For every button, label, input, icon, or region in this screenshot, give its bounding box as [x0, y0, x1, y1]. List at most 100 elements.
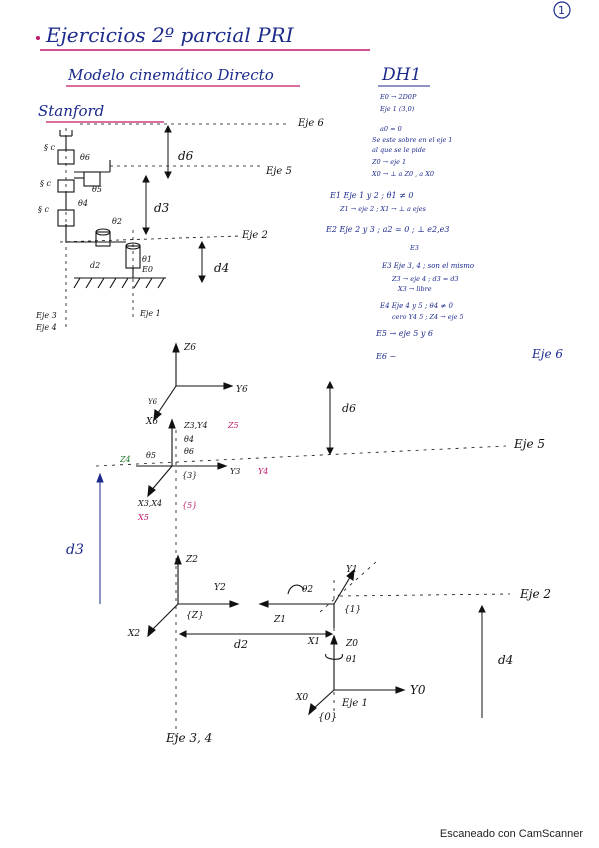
label-x1: X1	[307, 637, 320, 647]
label-o1-big: θ1	[346, 655, 357, 665]
label-d6-big: d6	[342, 402, 356, 415]
label-frame2: {Z}	[186, 611, 204, 621]
page-number-circle	[553, 1, 571, 19]
label-eje2: Eje 2	[241, 230, 268, 241]
joint-5	[83, 171, 101, 187]
label-eje5-big: Eje 5	[513, 437, 545, 451]
label-z0: Z0	[345, 639, 358, 649]
label-o2-big: θ2	[302, 585, 313, 595]
label-x2: X2	[127, 629, 140, 639]
label-y0: Y0	[410, 683, 426, 697]
label-e0: E0	[141, 265, 153, 274]
dh-note: E2 Eje 2 y 3 ; a2 = 0 ; ⊥ e2,e3	[325, 225, 449, 234]
page-title: Ejercicios 2º parcial PRI	[45, 23, 295, 47]
label-d6: d6	[178, 149, 194, 163]
dim-d2	[178, 630, 334, 638]
joint-2-box	[95, 231, 111, 247]
label-z2: Z2	[185, 555, 198, 565]
label-y6: Y6	[236, 385, 248, 395]
label-eje4: Eje 4	[35, 323, 57, 332]
dh-note: Se este sobre en el eje 1	[372, 136, 453, 144]
label-x3x4: X3,X4	[137, 499, 162, 508]
frame-345-labels: Z3,Y4 Z5 θ4 θ6 θ5 Z4 Y3 Y4 X3,X4 X5 {3} …	[119, 421, 268, 522]
frame-2	[147, 554, 240, 638]
label-gc: § c	[44, 143, 56, 152]
dh-note: E1 Eje 1 y 2 ; θ1 ≠ 0	[329, 191, 413, 200]
frame-1-labels: Y1 Eje 2 θ2 Z1 X1 {1}	[273, 565, 551, 647]
dh-note: E3	[409, 244, 419, 252]
frame-2-labels: Z2 Y2 X2 {Z}	[127, 555, 226, 639]
label-o6b: θ6	[184, 447, 194, 456]
dim-d6	[326, 380, 334, 456]
dim-d3	[96, 472, 104, 604]
label-y3: Y3	[230, 467, 240, 476]
label-y4: Y4	[258, 467, 268, 476]
dh-note: al que se le pide	[372, 146, 426, 154]
dh-note: Z0 → eje 1	[371, 158, 406, 166]
label-frame3: {3}	[182, 471, 197, 480]
joint-1-top	[125, 242, 141, 250]
label-o5b: θ5	[146, 451, 156, 460]
label-frame5: {5}	[182, 501, 197, 510]
dh-note: X0 → ⊥ a Z0 , a X0	[371, 170, 434, 178]
label-y2: Y2	[214, 583, 226, 593]
label-frame1: {1}	[344, 605, 361, 615]
dh-note: cero Y4 5 ; Z4 → eje 5	[392, 313, 464, 321]
label-eje2-big: Eje 2	[519, 587, 551, 601]
dh-note: a0 = 0	[380, 125, 402, 133]
dh-note: E4 Eje 4 y 5 ; θ4 ≠ 0	[379, 302, 454, 310]
label-d2-big: d2	[234, 638, 248, 651]
big-diagram-axes	[95, 430, 511, 740]
eje6-right-label: Eje 6	[531, 347, 563, 361]
label-x6: X6	[145, 417, 158, 427]
label-o4b: θ4	[184, 435, 194, 444]
top-sketch-dims	[142, 124, 206, 284]
frame-0-labels: Z0 θ1 Y0 X0 Eje 1 {0}	[295, 639, 426, 723]
label-o1: θ1	[142, 255, 152, 264]
label-z6: Z6	[183, 343, 196, 353]
dim-d4	[478, 604, 486, 718]
stanford-sketch-labels: θ1 E0 θ2 d2 θ4 θ5 θ6 § c § c § c Eje 3 E…	[35, 143, 161, 332]
label-gc3: § c	[38, 205, 50, 214]
dh-heading: DH1	[381, 65, 421, 85]
label-z3y4: Z3,Y4	[183, 421, 208, 430]
page-number: 1	[558, 4, 565, 17]
label-p0: {0}	[318, 712, 337, 723]
dh-note: Eje 1 (3,0)	[379, 105, 415, 113]
bullet-icon	[36, 36, 40, 40]
label-d4: d4	[214, 261, 229, 275]
dh-note: E5 → eje 5 y 6	[375, 329, 433, 338]
label-y1: Y1	[346, 565, 358, 575]
dh-note: E3 Eje 3, 4 ; son el mismo	[381, 262, 474, 270]
label-d3-big: d3	[66, 542, 84, 558]
dh-note: Z3 → eje 4 ; d3 = d3	[391, 275, 459, 283]
label-eje34-big: Eje 3, 4	[165, 731, 212, 745]
dh-notes: E0 → 2D0P Eje 1 (3,0) a0 = 0 Se este sob…	[325, 93, 474, 361]
label-eje5: Eje 5	[265, 166, 292, 177]
label-d3: d3	[154, 201, 170, 215]
label-x5: X5	[137, 513, 149, 522]
dh-note: X3 → libre	[397, 285, 432, 293]
subtitle: Modelo cinemático Directo	[67, 66, 274, 84]
label-z5: Z5	[227, 421, 239, 430]
scanner-footer: Escaneado con CamScanner	[439, 828, 583, 840]
frame-0	[308, 634, 406, 716]
label-o4: θ4	[78, 199, 88, 208]
label-z1: Z1	[273, 615, 286, 625]
dh-note: E6 −	[375, 352, 396, 361]
frame-345	[136, 418, 228, 498]
label-o2: θ2	[112, 217, 122, 226]
frame-1	[258, 568, 355, 628]
label-eje1-big: Eje 1	[341, 698, 368, 709]
label-o6: θ6	[80, 153, 90, 162]
label-o5: θ5	[92, 185, 102, 194]
label-y6b: Y6	[148, 398, 158, 406]
label-eje6: Eje 6	[297, 118, 324, 129]
top-sketch-axes	[59, 123, 290, 330]
dh-note: Z1 → eje 2 ; X1 → ⊥ a ejes	[339, 205, 427, 213]
label-d2: d2	[90, 261, 100, 270]
top-sketch-dim-labels: d6 d3 d4 Eje 6 Eje 5 Eje 2	[154, 118, 324, 275]
frame-6	[153, 342, 234, 422]
robot-name: Stanford	[38, 102, 104, 120]
